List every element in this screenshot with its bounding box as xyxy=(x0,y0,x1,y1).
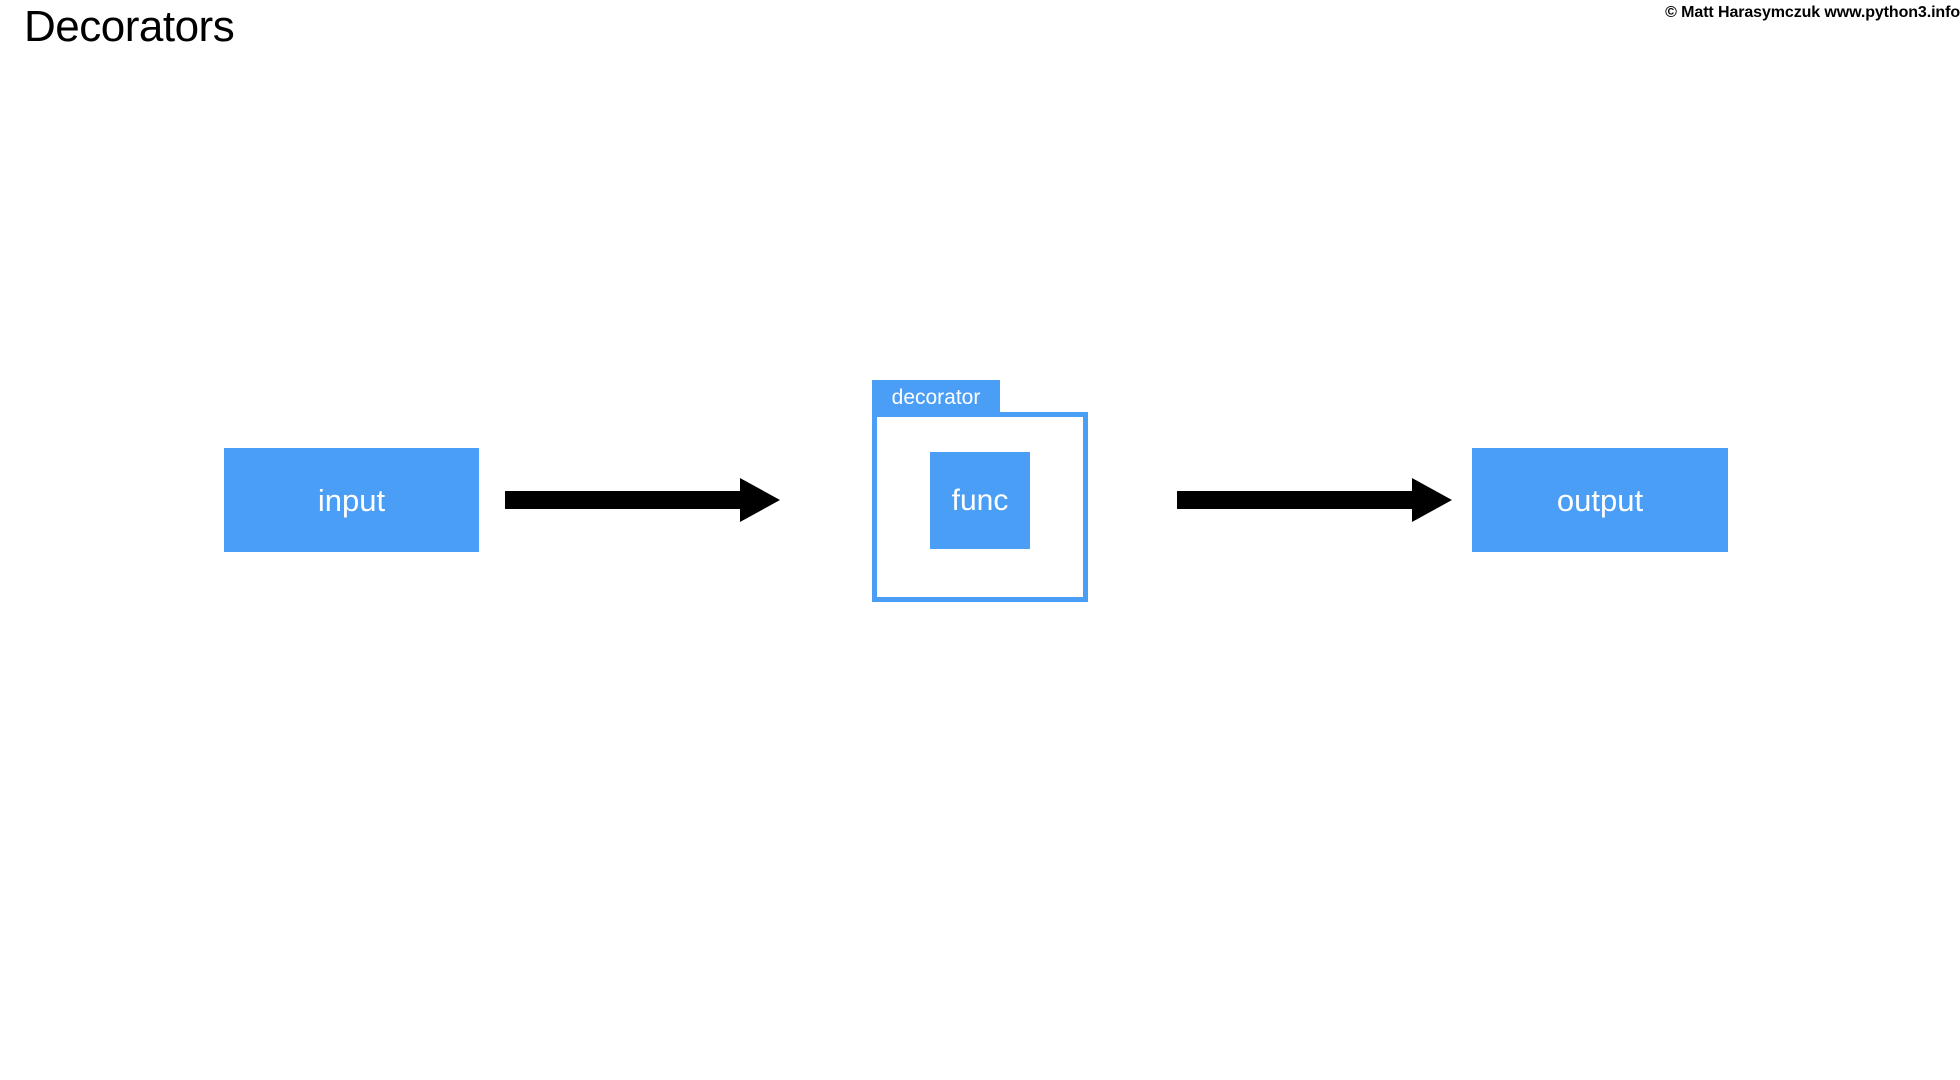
arrow-input-to-decorator xyxy=(505,478,780,522)
node-output-label: output xyxy=(1556,482,1644,518)
page-title: Decorators xyxy=(24,2,235,51)
node-input-label: input xyxy=(317,482,386,518)
decorator-tab: decorator xyxy=(872,380,1000,415)
node-func-label: func xyxy=(951,483,1009,517)
node-output: output xyxy=(1472,448,1728,552)
node-func: func xyxy=(930,452,1030,549)
arrow-decorator-to-output xyxy=(1177,478,1452,522)
decorator-tab-label: decorator xyxy=(891,386,981,409)
copyright-notice: © Matt Harasymczuk www.python3.info xyxy=(1665,4,1960,21)
node-input: input xyxy=(224,448,479,552)
